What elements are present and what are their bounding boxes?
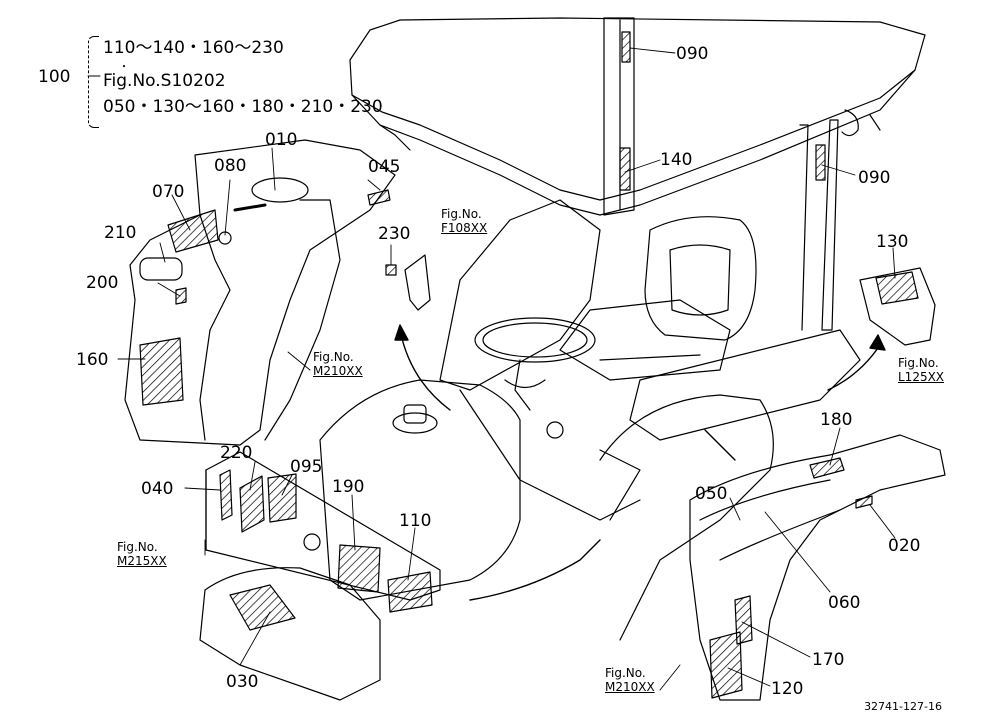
cab-roof xyxy=(349,17,926,216)
callout-095: 095 xyxy=(290,457,323,477)
figref-f108: Fig.No. F108XX xyxy=(441,207,488,235)
callout-160: 160 xyxy=(76,350,109,370)
platform xyxy=(439,199,861,521)
header-line-3: 050・130～160・180・210・230 xyxy=(103,97,383,117)
decal-040 xyxy=(219,469,233,521)
rear-step xyxy=(859,267,936,346)
figref-m210-left: Fig.No. M210XX xyxy=(313,350,363,378)
decal-090-upper xyxy=(621,31,631,63)
ref-connectors xyxy=(204,351,681,691)
steering-wheel xyxy=(474,317,596,411)
decal-070 xyxy=(167,209,219,253)
decal-020 xyxy=(855,495,873,509)
callout-090-top: 090 xyxy=(676,44,709,64)
decal-110 xyxy=(387,571,433,613)
front-panel xyxy=(205,451,441,601)
callout-120: 120 xyxy=(771,679,804,699)
decal-230 xyxy=(385,264,397,276)
callout-070: 070 xyxy=(152,182,185,202)
callout-170: 170 xyxy=(812,650,845,670)
decal-045 xyxy=(367,189,391,206)
callout-080: 080 xyxy=(214,156,247,176)
header-line-2: Fig.No.S10202 xyxy=(103,71,226,91)
callout-020: 020 xyxy=(888,536,921,556)
header-dot: ・ xyxy=(119,62,129,73)
decal-030 xyxy=(229,584,296,631)
callout-060: 060 xyxy=(828,593,861,613)
right-fender xyxy=(689,434,946,701)
callout-030: 030 xyxy=(226,672,259,692)
decal-090-right xyxy=(815,144,826,181)
decal-200 xyxy=(175,287,187,305)
decal-220 xyxy=(239,475,265,533)
callout-090-right: 090 xyxy=(858,168,891,188)
figref-m215: Fig.No. M215XX xyxy=(117,540,167,568)
leader-lines xyxy=(87,47,896,687)
callout-230: 230 xyxy=(378,224,411,244)
callout-130: 130 xyxy=(876,232,909,252)
header-brace xyxy=(88,36,99,128)
callout-045: 045 xyxy=(368,157,401,177)
figref-m210-bottom: Fig.No. M210XX xyxy=(605,666,655,694)
explosion-arrows xyxy=(394,324,886,601)
decal-140 xyxy=(619,147,631,191)
hood xyxy=(319,379,564,601)
decal-120 xyxy=(709,631,743,699)
decal-180 xyxy=(809,457,845,479)
callout-180: 180 xyxy=(820,410,853,430)
callout-210: 210 xyxy=(104,223,137,243)
callout-010: 010 xyxy=(265,130,298,150)
decal-160 xyxy=(139,337,184,406)
callout-110: 110 xyxy=(399,511,432,531)
callout-200: 200 xyxy=(86,273,119,293)
group-id: 100 xyxy=(38,67,71,87)
left-fender xyxy=(124,139,396,446)
callout-050: 050 xyxy=(695,484,728,504)
operator-seat xyxy=(559,216,757,381)
figref-l125: Fig.No. L125XX xyxy=(898,356,945,384)
header-line-1: 110～140・160～230 xyxy=(103,38,284,58)
lower-panel xyxy=(199,567,381,701)
decal-190 xyxy=(337,544,381,593)
callout-140: 140 xyxy=(660,150,693,170)
decal-130 xyxy=(875,271,919,305)
callout-190: 190 xyxy=(332,477,365,497)
callout-220: 220 xyxy=(220,443,253,463)
callout-040: 040 xyxy=(141,479,174,499)
decal-095 xyxy=(267,473,297,523)
drawing-code: 32741-127-16 xyxy=(864,700,942,713)
